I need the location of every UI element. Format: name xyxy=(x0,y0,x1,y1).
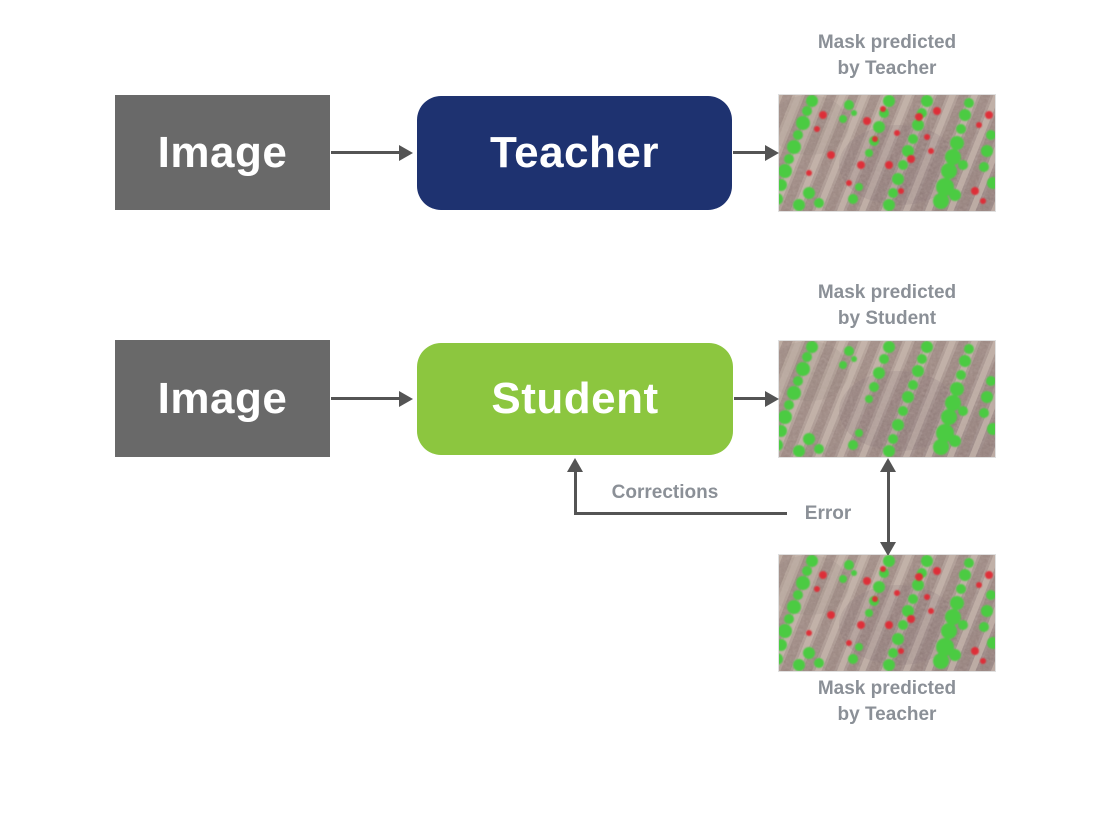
corrections-arrow-head-icon xyxy=(567,458,583,472)
error-label: Error xyxy=(804,503,852,524)
arrow-image-to-teacher-head-icon xyxy=(399,145,413,161)
caption-teacher-mask-bottom-line1: Mask predicted xyxy=(817,678,957,699)
caption-student-mask-line2: by Student xyxy=(837,308,937,329)
error-double-arrow-down-head-icon xyxy=(880,542,896,556)
caption-student-mask: Mask predicted by Student xyxy=(764,280,1010,332)
caption-teacher-mask-bottom-line2: by Teacher xyxy=(837,704,937,725)
teacher-box: Teacher xyxy=(417,96,732,210)
arrow-teacher-to-mask-head-icon xyxy=(765,145,779,161)
image-box-bottom-label: Image xyxy=(157,373,288,423)
caption-teacher-mask-bottom: Mask predicted by Teacher xyxy=(764,676,1010,728)
arrow-image-to-student-line xyxy=(331,397,401,400)
arrow-student-to-mask-line xyxy=(734,397,767,400)
error-double-arrow-up-head-icon xyxy=(880,458,896,472)
error-double-arrow-line xyxy=(887,470,890,544)
image-box-top: Image xyxy=(115,95,330,210)
image-box-top-label: Image xyxy=(157,127,288,177)
corrections-label: Corrections xyxy=(611,482,719,503)
corrections-arrow-vertical-line xyxy=(574,471,577,514)
student-box: Student xyxy=(417,343,733,455)
arrow-image-to-student-head-icon xyxy=(399,391,413,407)
teacher-mask-image-bottom xyxy=(779,555,995,671)
caption-teacher-mask-top-line1: Mask predicted xyxy=(817,32,957,53)
arrow-teacher-to-mask-line xyxy=(733,151,767,154)
image-box-bottom: Image xyxy=(115,340,330,457)
teacher-box-label: Teacher xyxy=(490,128,659,177)
caption-teacher-mask-top: Mask predicted by Teacher xyxy=(764,30,1010,82)
caption-student-mask-line1: Mask predicted xyxy=(817,282,957,303)
arrow-student-to-mask-head-icon xyxy=(765,391,779,407)
corrections-arrow-horizontal-line xyxy=(574,512,787,515)
student-box-label: Student xyxy=(491,374,659,423)
teacher-mask-image-top xyxy=(779,95,995,211)
caption-teacher-mask-top-line2: by Teacher xyxy=(837,58,937,79)
student-mask-image xyxy=(779,341,995,457)
arrow-image-to-teacher-line xyxy=(331,151,401,154)
